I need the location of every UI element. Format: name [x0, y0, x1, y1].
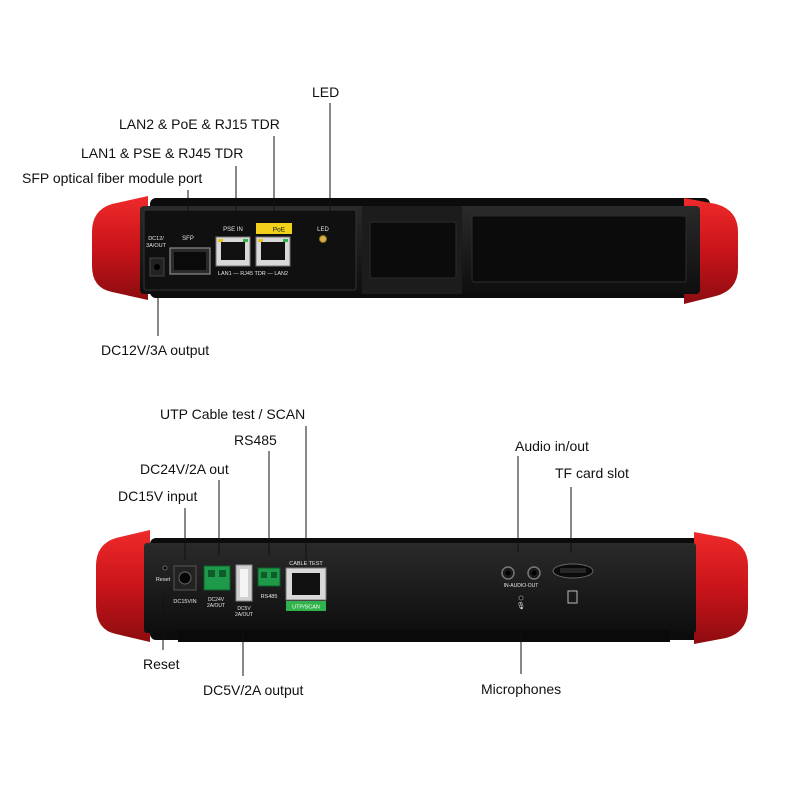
rj45-lan1-socket — [221, 242, 245, 260]
callout-dc24: DC24V/2A out — [140, 461, 229, 477]
lan2-led-right — [283, 239, 288, 242]
microphone-hole — [518, 595, 524, 601]
panel-label-led: LED — [317, 227, 329, 233]
top-middle-recess — [369, 221, 457, 279]
dc24-terminal-screw-1 — [208, 570, 215, 577]
callout-dc12: DC12V/3A output — [101, 342, 210, 358]
top-device: DC12/ 3A/OUT SFP PSE IN PoE LAN1 — RJ45 … — [92, 196, 738, 304]
panel-label-pse-in: PSE IN — [223, 227, 243, 233]
top-right-recess — [471, 215, 687, 283]
panel-label-utp-scan: UTP/SCAN — [292, 605, 320, 611]
panel-label-sfp: SFP — [182, 236, 194, 242]
led-indicator — [319, 235, 327, 243]
panel-label-rj45-row: LAN1 — RJ45 TDR — LAN2 — [218, 271, 288, 277]
callout-reset: Reset — [143, 656, 180, 672]
panel-label-reset: Reset — [156, 577, 171, 583]
callout-dc15: DC15V input — [118, 488, 198, 504]
panel-label-dc5-b: 2A/OUT — [235, 612, 253, 618]
rj45-lan2-socket — [261, 242, 285, 260]
audio-in-jack-hole — [505, 570, 511, 576]
panel-label-dc24-b: 2A/OUT — [207, 603, 225, 609]
bottom-device: Reset DC15VIN DC24V 2A/OUT DC5V 2A/OUT R… — [96, 530, 748, 644]
panel-label-dc24-a: DC24V — [208, 597, 225, 603]
lan2-led-left — [258, 239, 263, 242]
panel-label-dc15: DC15VIN — [173, 599, 196, 605]
dc24-terminal-screw-2 — [219, 570, 226, 577]
rj45-cable-test-socket — [292, 573, 320, 595]
callout-lan2: LAN2 & PoE & RJ15 TDR — [119, 116, 280, 132]
tf-card-slot-opening — [560, 568, 586, 573]
rs485-screw-2 — [271, 572, 277, 578]
lan1-led-right — [243, 239, 248, 242]
callout-lan1: LAN1 & PSE & RJ45 TDR — [81, 145, 244, 161]
dc15-jack-hole — [178, 571, 192, 585]
dc12-jack-hole — [154, 264, 160, 270]
microphone-icon: 🎙 — [517, 602, 526, 610]
usb-dc5-tongue — [240, 569, 248, 597]
reset-pinhole — [162, 565, 168, 571]
poe-badge — [256, 223, 292, 234]
lan1-led-left — [218, 239, 223, 242]
sfp-slot — [174, 252, 206, 270]
top-left-bumper — [92, 196, 148, 300]
callout-utp: UTP Cable test / SCAN — [160, 406, 306, 422]
rs485-screw-1 — [261, 572, 267, 578]
bottom-device-body — [144, 543, 696, 633]
callout-audio: Audio in/out — [515, 438, 589, 454]
panel-label-cable-test: CABLE TEST — [289, 561, 323, 567]
callout-sfp: SFP optical fiber module port — [22, 170, 203, 186]
callout-rs485: RS485 — [234, 432, 277, 448]
panel-label-audio: IN-AUDIO-OUT — [504, 583, 539, 589]
panel-label-rs485: RS485 — [261, 594, 278, 600]
tf-card-icon — [567, 590, 578, 604]
audio-out-jack-hole — [531, 570, 537, 576]
callout-mic: Microphones — [481, 681, 562, 697]
bottom-leader-lines — [162, 426, 572, 676]
bottom-left-bumper — [96, 530, 150, 642]
panel-label-dc12-b: 3A/OUT — [146, 243, 167, 249]
utp-scan-badge — [286, 601, 326, 611]
dc24-terminal — [203, 565, 231, 591]
panel-label-dc12: DC12/ — [148, 236, 164, 242]
callout-dc5: DC5V/2A output — [203, 682, 304, 698]
bottom-device-foot — [178, 630, 670, 642]
panel-label-dc5-a: DC5V — [237, 606, 251, 612]
panel-label-poe: PoE — [273, 227, 286, 234]
callout-tf: TF card slot — [555, 465, 629, 481]
top-leader-lines — [157, 103, 331, 336]
callout-led: LED — [312, 84, 340, 100]
bottom-right-bumper — [694, 532, 748, 644]
